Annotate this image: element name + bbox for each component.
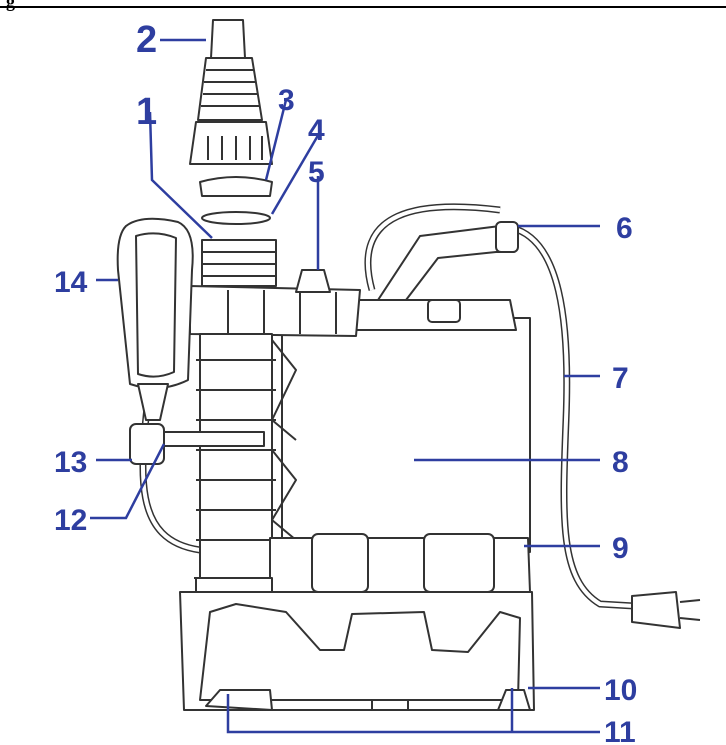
callout-7: 7 (612, 362, 629, 395)
callout-2: 2 (136, 19, 157, 61)
callout-9: 9 (612, 532, 629, 565)
callout-13: 13 (54, 446, 87, 479)
callout-6: 6 (616, 212, 633, 245)
callout-labels: 2 1 3 4 5 6 7 8 9 10 11 12 13 14 (54, 19, 637, 745)
base-foot-left (205, 689, 273, 711)
hose-connector (189, 19, 273, 165)
leader-lines (90, 38, 600, 734)
float-holder (163, 431, 265, 447)
float-clamp (129, 423, 165, 465)
page-header: g (0, 0, 726, 12)
callout-1: 1 (136, 91, 157, 133)
base-foot-right (497, 689, 531, 711)
callout-8: 8 (612, 446, 629, 479)
pump-base (179, 591, 535, 711)
header-text: g (6, 0, 15, 11)
discharge-ring (189, 285, 361, 337)
callout-3: 3 (278, 84, 295, 117)
seal-ring (201, 211, 271, 225)
callout-12: 12 (54, 504, 87, 537)
vent-screw (295, 269, 331, 293)
callout-4: 4 (308, 114, 325, 147)
pump-outline (116, 19, 701, 711)
callout-5: 5 (308, 156, 325, 189)
motor-housing (281, 317, 531, 553)
check-valve (199, 176, 273, 197)
power-plug (631, 591, 681, 629)
callout-11: 11 (604, 716, 636, 745)
callout-14: 14 (54, 266, 88, 299)
pump-column (199, 333, 273, 581)
callout-10: 10 (604, 674, 637, 707)
